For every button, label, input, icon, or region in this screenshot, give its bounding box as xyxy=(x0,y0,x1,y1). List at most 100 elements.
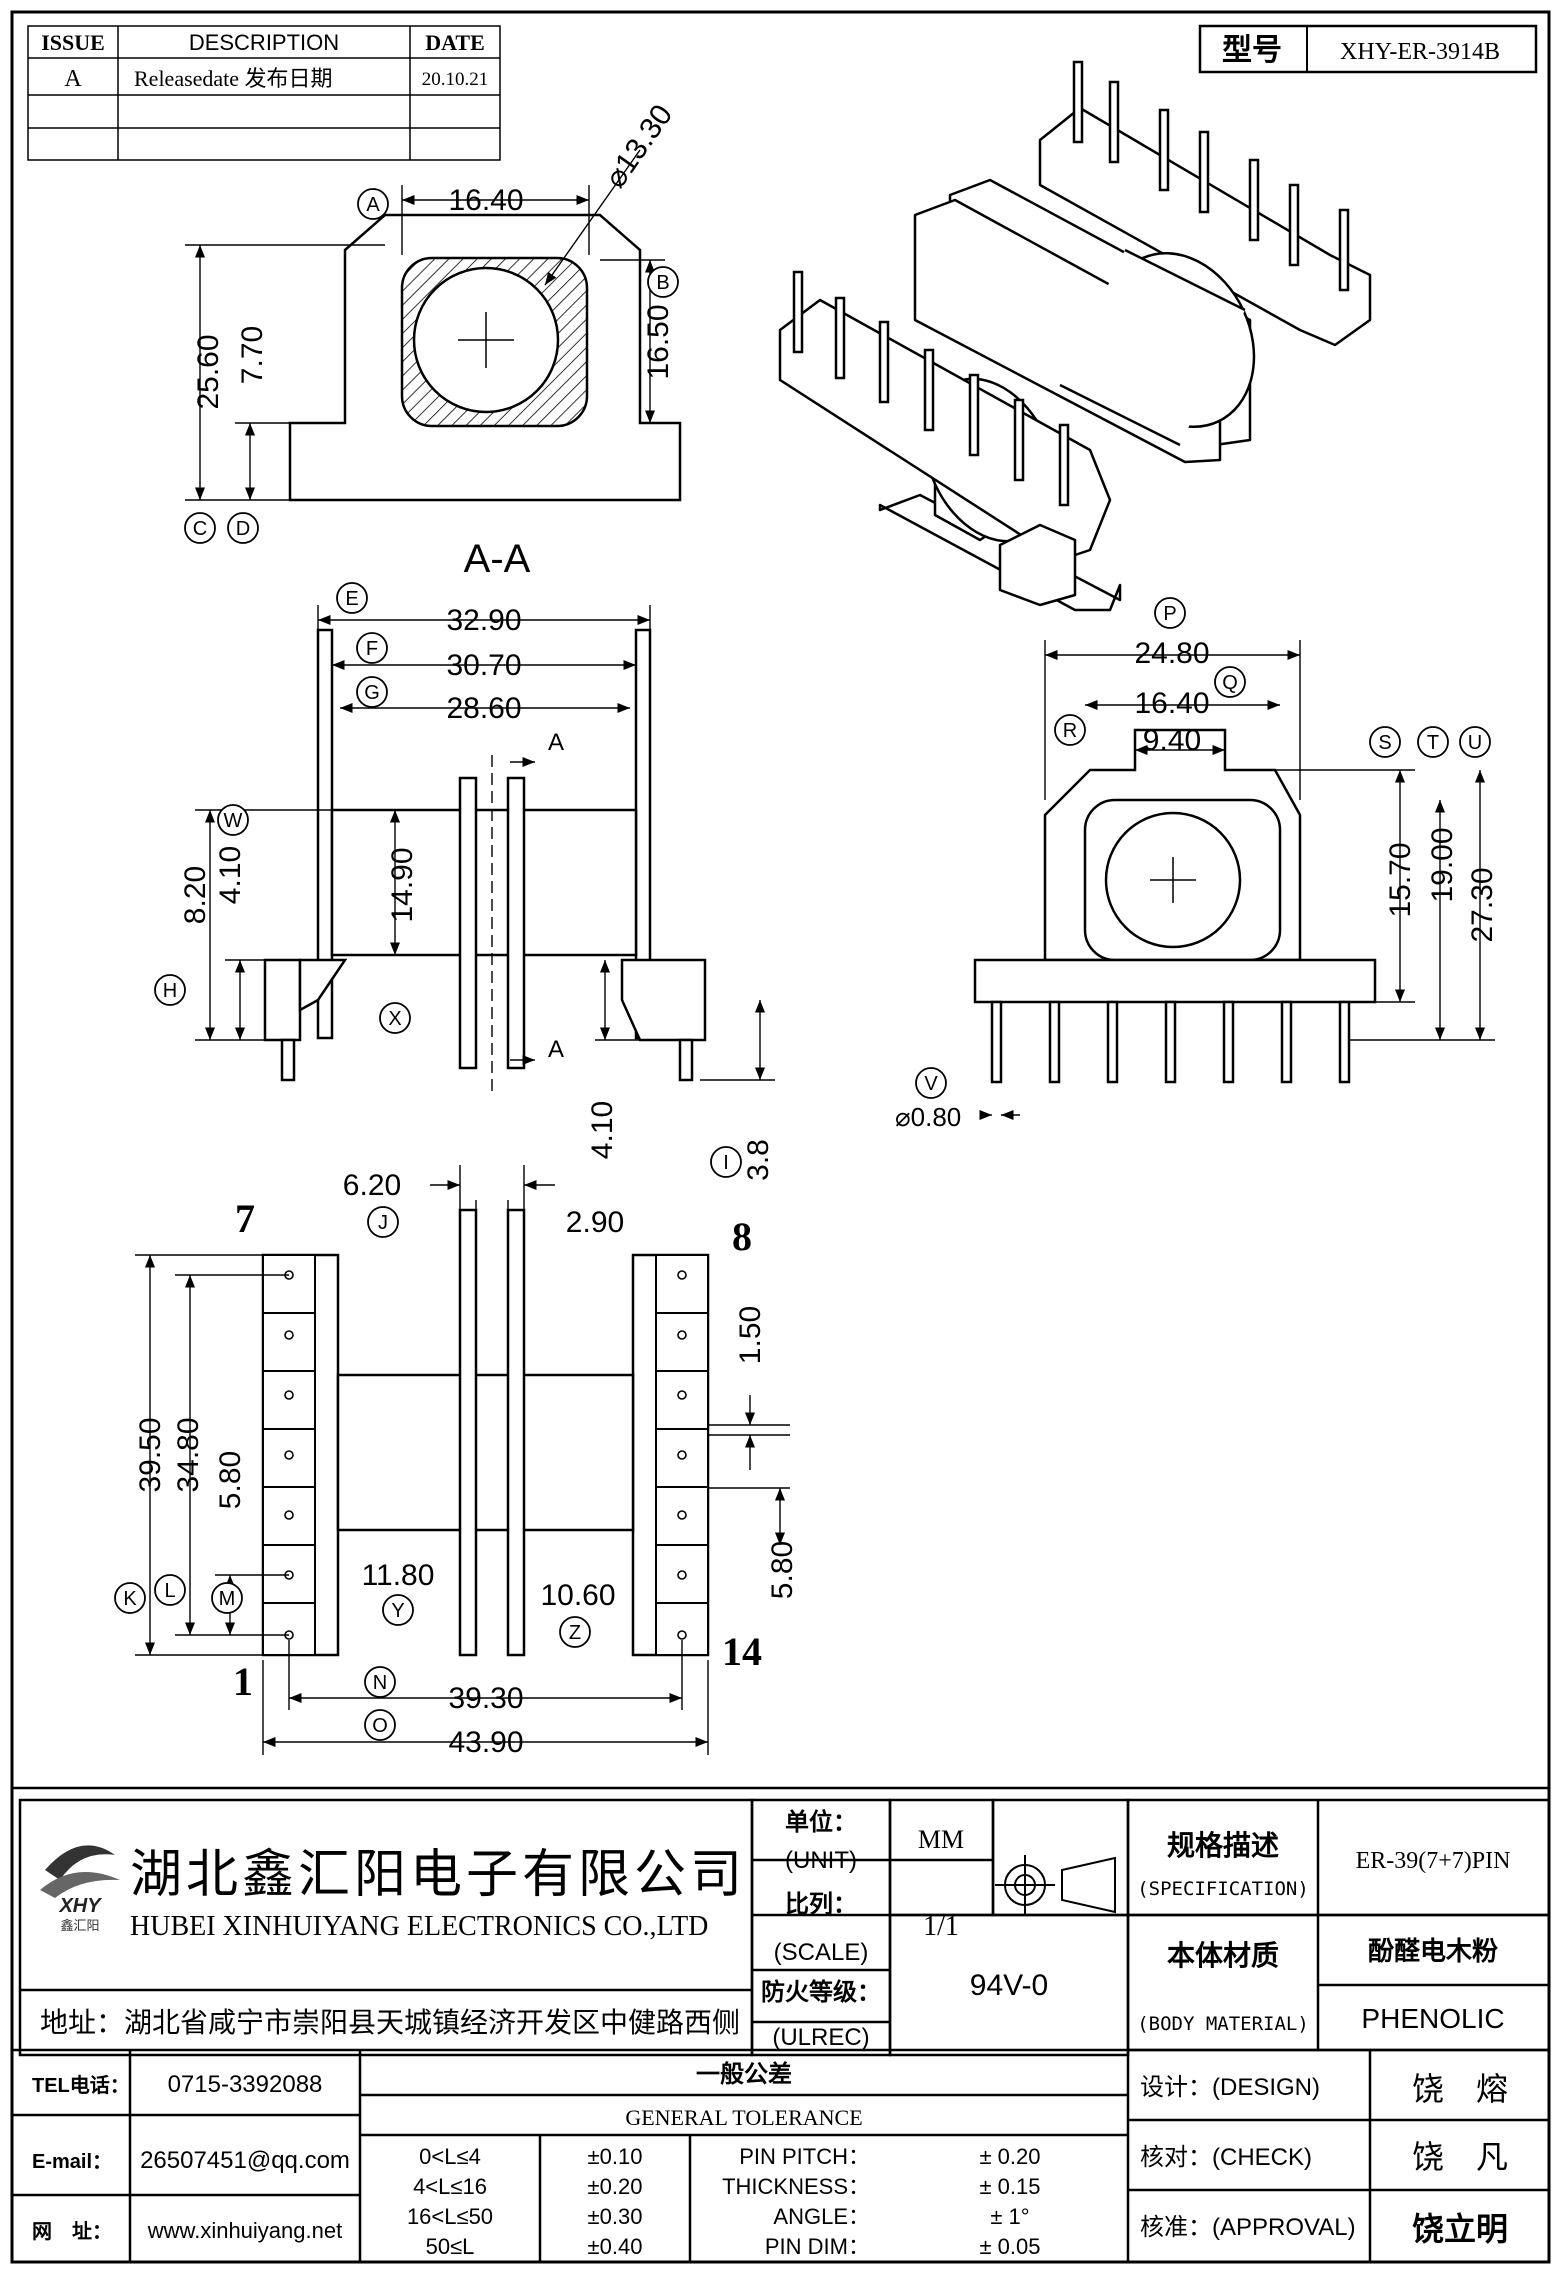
svg-text:M: M xyxy=(219,1588,236,1610)
svg-text:R: R xyxy=(1063,720,1077,742)
dim-side-w2: 30.70 xyxy=(446,649,521,682)
svg-text:±0.30: ±0.30 xyxy=(588,2204,643,2229)
dim-side-pin2: 3.8 xyxy=(742,1139,775,1181)
tolerance-title-en: GENERAL TOLERANCE xyxy=(625,2105,862,2130)
svg-text:4<L≤16: 4<L≤16 xyxy=(413,2174,487,2199)
svg-text:X: X xyxy=(388,1008,401,1030)
isometric-view xyxy=(778,106,1372,612)
web-label: 网 址： xyxy=(32,2220,112,2243)
dim-bot-flange-t: 2.90 xyxy=(566,1206,624,1239)
bottom-view xyxy=(261,1208,710,1657)
svg-text:鑫汇阳: 鑫汇阳 xyxy=(60,1918,99,1933)
svg-text:P: P xyxy=(1163,603,1176,625)
email-label: E-mail： xyxy=(32,2151,112,2173)
dim-side-h2: 4.10 xyxy=(214,846,247,904)
svg-text:±0.10: ±0.10 xyxy=(588,2144,643,2169)
pin-number-8: 8 xyxy=(732,1214,752,1259)
svg-text:V: V xyxy=(924,1073,938,1095)
email-value: 26507451@qq.com xyxy=(140,2147,350,2174)
dim-side-pin: 4.10 xyxy=(586,1101,619,1159)
end-view-pins xyxy=(990,1000,1351,1084)
check-label: 核对：(CHECK) xyxy=(1140,2144,1312,2171)
svg-text:J: J xyxy=(378,1212,388,1234)
svg-text:PIN DIM：: PIN DIM： xyxy=(765,2234,870,2259)
svg-text:Y: Y xyxy=(391,1600,404,1622)
svg-text:0<L≤4: 0<L≤4 xyxy=(419,2144,481,2169)
dim-end-h1: 15.70 xyxy=(1384,842,1417,917)
section-mark-bottom: A xyxy=(548,1036,564,1063)
dim-top-height-b: 7.70 xyxy=(236,326,269,384)
tel-label: TEL电话： xyxy=(32,2074,130,2097)
svg-text:± 0.20: ± 0.20 xyxy=(979,2144,1040,2169)
ul-value: 94V-0 xyxy=(970,1969,1048,2002)
pin-number-7: 7 xyxy=(235,1196,255,1241)
end-view-dims xyxy=(979,640,1495,1121)
dim-bot-w4: 43.90 xyxy=(448,1726,523,1759)
dim-side-h1: 8.20 xyxy=(179,866,212,924)
top-view xyxy=(288,213,682,502)
dim-top-height-c: 16.50 xyxy=(642,304,675,379)
scale-label-en: (SCALE) xyxy=(774,1939,869,1966)
svg-text:G: G xyxy=(364,682,380,704)
svg-text:O: O xyxy=(372,1715,388,1737)
svg-text:D: D xyxy=(236,518,250,540)
dim-bot-h2: 34.80 xyxy=(172,1417,205,1492)
revision-header-date: DATE xyxy=(425,30,485,55)
dim-top-diameter: ⌀13.30 xyxy=(599,99,679,194)
svg-text:K: K xyxy=(123,1588,137,1610)
side-view-dims xyxy=(195,605,775,1095)
material-value-en: PHENOLIC xyxy=(1361,2003,1504,2034)
scale-value: 1/1 xyxy=(923,1911,959,1942)
svg-text:Z: Z xyxy=(569,1622,581,1644)
approval-name: 饶立明 xyxy=(1412,2211,1508,2247)
svg-text:± 0.15: ± 0.15 xyxy=(979,2174,1040,2199)
dim-bot-w2: 10.60 xyxy=(540,1579,615,1612)
revision-date-a: 20.10.21 xyxy=(422,69,489,90)
dim-end-w2: 16.40 xyxy=(1134,687,1209,720)
material-label-en: (BODY MATERIAL) xyxy=(1137,2013,1309,2035)
top-view-dims xyxy=(185,149,665,501)
side-view xyxy=(263,628,707,1082)
company-name-cn: 湖北鑫汇阳电子有限公司 xyxy=(130,1846,746,1904)
unit-value: MM xyxy=(918,1825,964,1854)
svg-text:±0.20: ±0.20 xyxy=(588,2174,643,2199)
dim-bot-w1: 11.80 xyxy=(362,1559,435,1592)
svg-text:16<L≤50: 16<L≤50 xyxy=(407,2204,493,2229)
web-value: www.xinhuiyang.net xyxy=(147,2218,342,2243)
company-logo: XHY 鑫汇阳 xyxy=(40,1845,120,1933)
end-view xyxy=(973,728,1377,1004)
title-block-grid xyxy=(12,1786,1551,2262)
dim-top-width: 16.40 xyxy=(448,184,523,217)
scale-label-cn: 比列： xyxy=(785,1891,857,1918)
dim-end-w3: 9.40 xyxy=(1143,724,1201,757)
projection-symbol xyxy=(995,1855,1116,1915)
dim-end-pin: ⌀0.80 xyxy=(895,1102,961,1132)
isometric-pins xyxy=(792,60,1350,507)
dim-side-w3: 28.60 xyxy=(446,692,521,725)
bottom-view-pads xyxy=(262,1254,709,1656)
model-label: 型号 xyxy=(1222,34,1282,67)
dim-end-h3: 27.30 xyxy=(1466,867,1499,942)
dim-end-w1: 24.80 xyxy=(1134,637,1209,670)
callout-circles xyxy=(114,188,1491,1741)
svg-text:± 0.05: ± 0.05 xyxy=(979,2234,1040,2259)
svg-text:± 1°: ± 1° xyxy=(990,2204,1029,2229)
svg-text:C: C xyxy=(193,518,207,540)
revision-table xyxy=(27,25,501,161)
revision-header-description: DESCRIPTION xyxy=(189,30,339,55)
svg-text:H: H xyxy=(163,980,177,1002)
check-name: 饶 凡 xyxy=(1412,2139,1508,2175)
spec-label-cn: 规格描述 xyxy=(1167,1830,1279,1861)
svg-text:Q: Q xyxy=(1222,672,1238,694)
section-label-aa: A-A xyxy=(464,537,531,581)
tel-value: 0715-3392088 xyxy=(168,2071,323,2098)
section-mark-top: A xyxy=(548,729,564,756)
company-name-en: HUBEI XINHUIYANG ELECTRONICS CO.,LTD xyxy=(130,1911,708,1942)
sheet-border xyxy=(10,10,1551,2264)
svg-text:L: L xyxy=(164,1580,175,1602)
material-label-cn: 本体材质 xyxy=(1167,1940,1279,1971)
pin-number-14: 14 xyxy=(722,1629,762,1674)
unit-label-cn: 单位： xyxy=(785,1808,857,1836)
revision-issue-a: A xyxy=(64,66,82,92)
ul-label-en: (ULREC) xyxy=(772,2024,869,2051)
